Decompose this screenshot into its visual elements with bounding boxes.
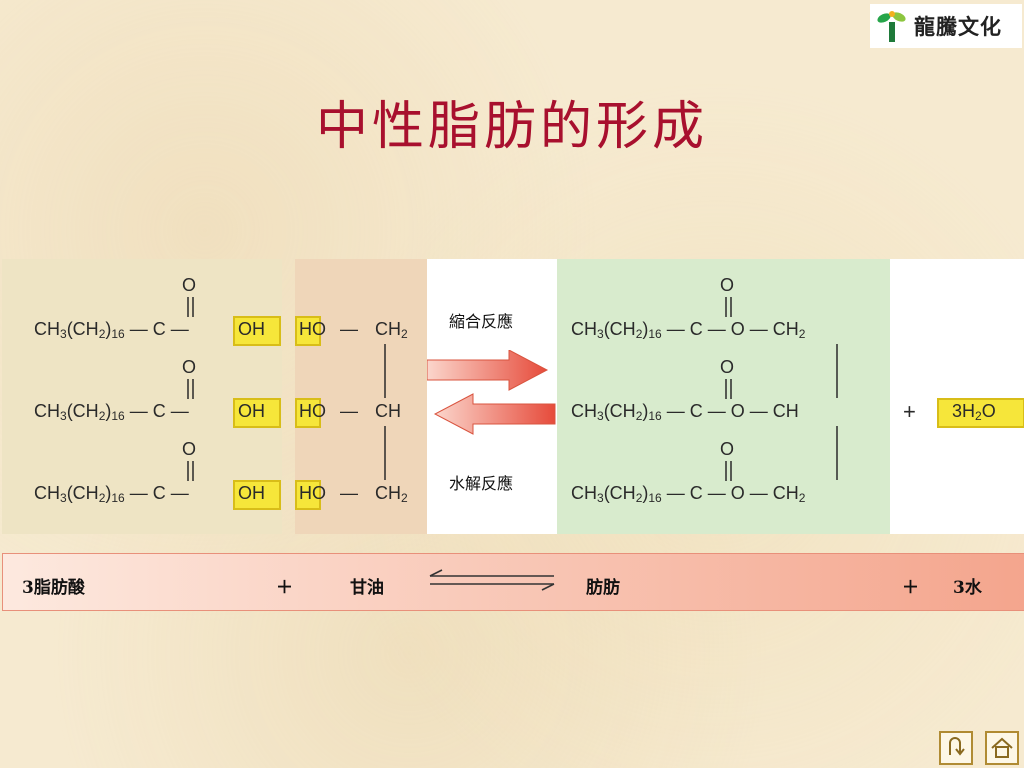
oh-highlight-3: [233, 480, 281, 510]
equilibrium-arrow-icon: [429, 569, 555, 591]
arrow-panel: [427, 259, 557, 534]
h-highlight-3: [295, 480, 321, 510]
back-button[interactable]: [939, 731, 973, 765]
fatty-acid-carbonyl-o-2: O: [182, 357, 197, 377]
logo-text: 龍騰文化: [914, 15, 1002, 39]
product-panel: [557, 259, 890, 534]
glycerol-dash-3: —: [340, 483, 358, 503]
product-chain-2: CH3(CH2)16 — C — O — CH: [571, 401, 799, 423]
glycerol-ch2-bottom: CH2: [375, 483, 408, 505]
equation-bar: [2, 553, 1024, 611]
home-icon: [991, 737, 1013, 758]
logo: 龍騰文化: [870, 4, 1022, 48]
condensation-label: 縮合反應: [449, 312, 514, 331]
hydrolysis-label: 水解反應: [449, 474, 514, 493]
product-chain-1: CH3(CH2)16 — C — O — CH2: [571, 319, 806, 341]
glycerol-ho-1: HO: [299, 319, 326, 339]
hydroxyl-3: OH: [238, 483, 265, 503]
oh-highlight-2: [233, 398, 281, 428]
logo-leaf-icon: [877, 11, 906, 42]
h-highlight-2: [295, 398, 321, 428]
equation-term-water: 3水: [953, 578, 982, 598]
product-chain-3: CH3(CH2)16 — C — O — CH2: [571, 483, 806, 505]
home-button[interactable]: [985, 731, 1019, 765]
hydrolysis-arrow: [433, 393, 556, 435]
glycerol-ho-3: HO: [299, 483, 326, 503]
condensation-arrow: [427, 350, 549, 391]
glycerol-ho-2: HO: [299, 401, 326, 421]
fatty-acid-carbonyl-o-1: O: [182, 275, 197, 295]
return-icon: [949, 737, 965, 756]
product-carbonyl-o-2: O: [720, 357, 735, 377]
water-formula: 3H2O: [952, 401, 996, 423]
reaction-arrows: [427, 350, 556, 435]
equation-term-glycerol: 甘油: [350, 578, 384, 598]
water-panel: [890, 259, 1024, 534]
glycerol-ch2-top: CH2: [375, 319, 408, 341]
fatty-acid-chain-1: CH3(CH2)16 — C —: [34, 319, 189, 341]
equation-plus-2: ＋: [902, 578, 919, 598]
page-title: 中性脂肪的形成: [315, 97, 708, 157]
equation-term-fatty-acid: 3脂肪酸: [22, 578, 85, 598]
fatty-acid-chain-3: CH3(CH2)16 — C —: [34, 483, 189, 505]
plus-sign: +: [903, 399, 916, 424]
oh-highlight-1: [233, 316, 281, 346]
glycerol-ch: CH: [375, 401, 401, 421]
hydroxyl-1: OH: [238, 319, 265, 339]
fatty-acid-carbonyl-o-3: O: [182, 439, 197, 459]
product-carbonyl-o-1: O: [720, 275, 735, 295]
fatty-acid-chain-2: CH3(CH2)16 — C —: [34, 401, 189, 423]
product-carbonyl-o-3: O: [720, 439, 735, 459]
equation-plus-1: ＋: [276, 578, 293, 598]
glycerol-dash-1: —: [340, 319, 358, 339]
equation-term-fat: 肪肪: [586, 578, 620, 598]
hydroxyl-2: OH: [238, 401, 265, 421]
h-highlight-1: [295, 316, 321, 346]
glycerol-dash-2: —: [340, 401, 358, 421]
